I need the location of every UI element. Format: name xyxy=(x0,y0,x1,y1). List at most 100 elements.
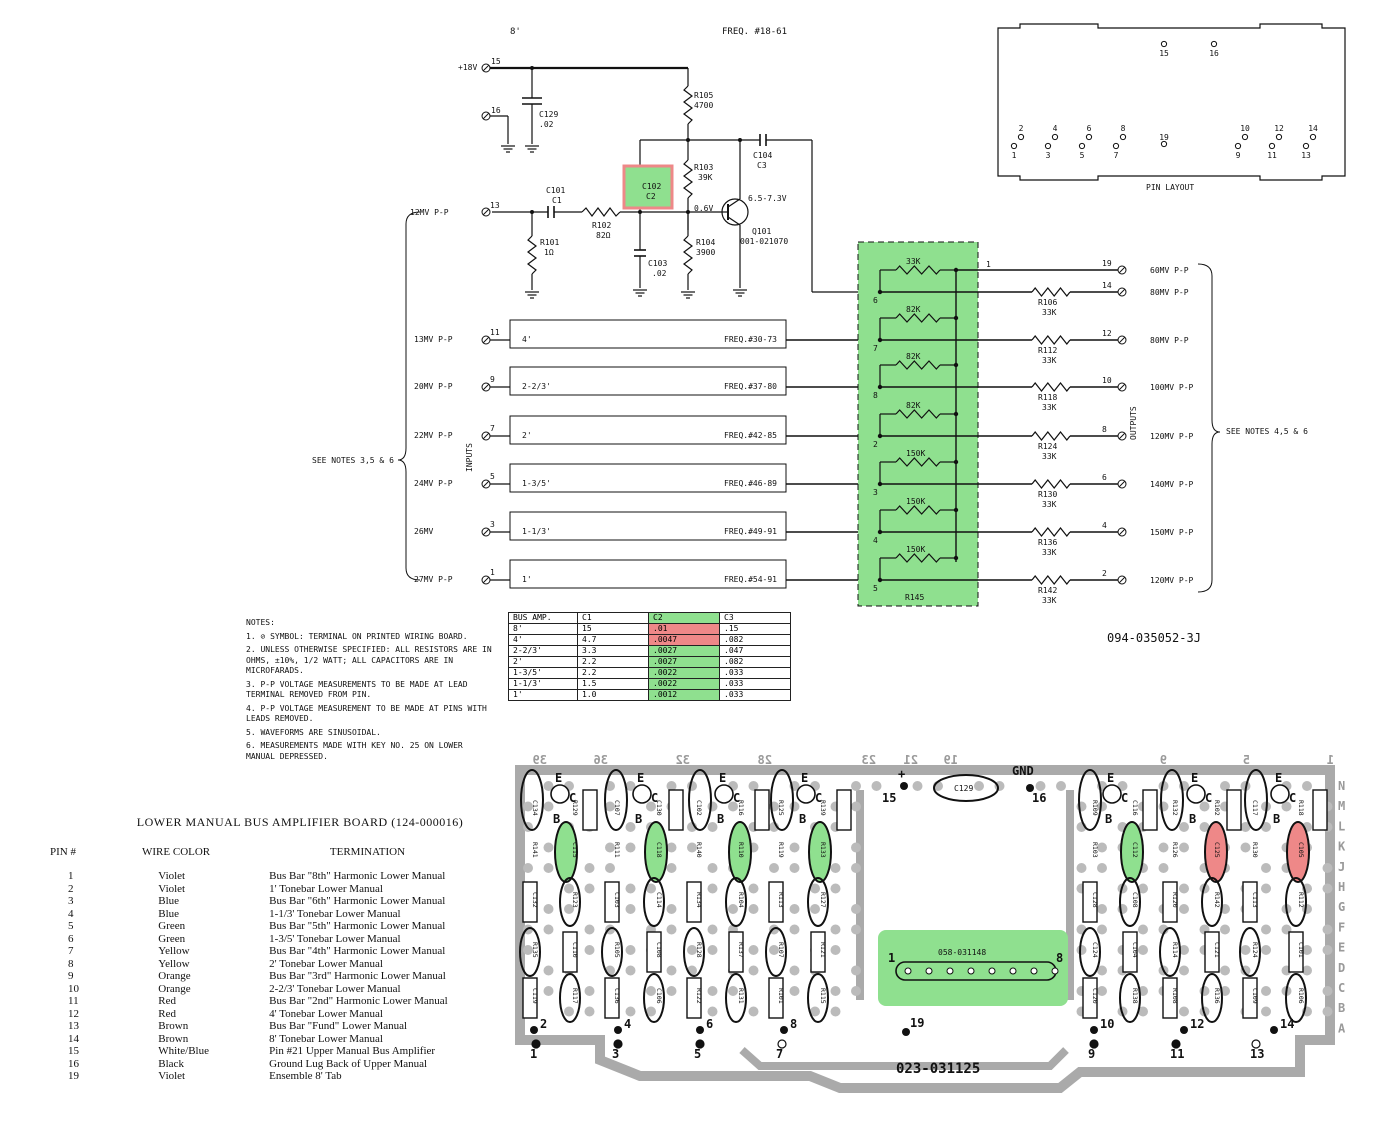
pcb-capacitor xyxy=(1239,927,1261,977)
pcb-capacitor xyxy=(688,769,712,831)
c102-value: C2 xyxy=(646,192,656,201)
r145-common-node: 1 xyxy=(986,260,991,269)
pcb-row-letter: M xyxy=(1338,799,1345,813)
pcb-letter: E xyxy=(1107,771,1114,785)
pcb-component-label: C128 xyxy=(1091,892,1099,908)
r145-node: 3 xyxy=(873,488,878,497)
pcb-row-letter: A xyxy=(1338,1021,1346,1035)
pcb-lower-pin: 3 xyxy=(612,1047,619,1061)
stage-freq: FREQ.#54-91 xyxy=(724,575,777,584)
wire-pin: 9 xyxy=(68,970,74,982)
pcb-capacitor xyxy=(1286,821,1310,883)
output-level: 80MV P-P xyxy=(1150,336,1189,345)
output-pin: 4 xyxy=(1102,521,1107,530)
stage-box xyxy=(509,559,787,589)
wire-color: Yellow xyxy=(158,945,190,957)
stage-level: 27MV P-P xyxy=(414,575,453,584)
pcb-letter: E xyxy=(555,771,562,785)
table-row: 4'4.7.0047.082 xyxy=(508,634,791,646)
transistor-icon xyxy=(1270,784,1290,804)
pcb-component-label: R141 xyxy=(531,842,539,858)
r102-name: R102 xyxy=(592,221,611,230)
table-row: 2-2/3'3.3.0027.047 xyxy=(508,645,791,657)
table-cell: .0047 xyxy=(648,634,720,646)
pcb-component-label: R114 xyxy=(1171,942,1179,958)
pin-label: 3 xyxy=(1046,151,1051,160)
pcb-component-label: C112 xyxy=(1131,842,1139,858)
table-cell: 3.3 xyxy=(577,645,649,657)
wire-color: Red xyxy=(158,1007,177,1020)
table-cell: 2.2 xyxy=(577,656,649,668)
pcb-row-letter: H xyxy=(1338,880,1345,894)
wire-termination: Bus Bar "Fund" Lower Manual xyxy=(269,1020,408,1032)
pcb-connector-number: 058-031148 xyxy=(938,948,986,957)
table-cell: C3 xyxy=(719,612,791,624)
pcb-capacitor xyxy=(770,769,794,831)
transistor-icon xyxy=(1102,784,1122,804)
output-resistor-value: 33K xyxy=(1042,500,1057,509)
table-cell: 1-1/3' xyxy=(508,678,578,690)
r145-value: 150K xyxy=(906,545,925,554)
note-item: 1. ⊘ SYMBOL: TERMINAL ON PRINTED WIRING … xyxy=(246,631,468,641)
pin-label: 4 xyxy=(1053,124,1058,133)
wire-termination: Bus Bar "4th" Harmonic Lower Manual xyxy=(269,945,446,957)
pcb-capacitor xyxy=(765,927,787,977)
resistor-icon xyxy=(895,457,941,467)
pin-label: 15 xyxy=(1159,49,1169,58)
pcb-component-label: C108 xyxy=(655,942,663,958)
wire-termination: 1' Tonebar Lower Manual xyxy=(269,882,383,895)
pcb-component-label: R105 xyxy=(613,942,621,958)
pcb-component-label: C119 xyxy=(531,988,539,1004)
r145-node: 6 xyxy=(873,296,878,305)
pin-dot xyxy=(1241,133,1249,141)
stage-bus: 1-3/5' xyxy=(522,479,551,488)
pcb-pin-15: 15 xyxy=(882,791,896,805)
stage-freq: FREQ.#30-73 xyxy=(724,335,777,344)
wire-pin: 4 xyxy=(68,907,74,920)
pcb-resistor xyxy=(686,977,702,1019)
c101-name: C101 xyxy=(546,186,565,195)
pcb-bottom-pin: 6 xyxy=(706,1017,713,1031)
supply-label: +18V xyxy=(458,63,477,72)
stage-freq: FREQ.#42-85 xyxy=(724,431,777,440)
pcb-component-label: R140 xyxy=(695,842,703,858)
pin-label: 5 xyxy=(1080,151,1085,160)
wire-termination: Bus Bar "6th" Harmonic Lower Manual xyxy=(269,895,446,907)
stage-bus: 2' xyxy=(522,431,532,440)
pcb-letter: B xyxy=(717,812,724,826)
table-cell: 2' xyxy=(508,656,578,668)
pin-dot xyxy=(1010,142,1018,150)
pcb-component-label: C103 xyxy=(613,892,621,908)
pcb-component-label: R126 xyxy=(1171,842,1179,858)
pcb-component-label: R133 xyxy=(819,842,827,858)
pcb-capacitor xyxy=(604,769,628,831)
pcb-pin-16: 16 xyxy=(1032,791,1046,805)
pin-label: 8 xyxy=(1121,124,1126,133)
wire-pin: 13 xyxy=(68,1020,79,1032)
pcb-component-label: R128 xyxy=(695,942,703,958)
pcb-capacitor xyxy=(728,821,752,883)
table-cell: 1.5 xyxy=(577,678,649,690)
r105-name: R105 xyxy=(694,91,713,100)
pcb-top-pin: 28 xyxy=(758,753,772,767)
pcb-top-pin: 5 xyxy=(1243,753,1250,767)
pcb-component-label: R124 xyxy=(1251,942,1259,958)
pcb-capacitor xyxy=(725,877,747,927)
pcb-component-label: R108 xyxy=(1171,988,1179,1004)
note-item: 3. P-P VOLTAGE MEASUREMENTS TO BE MADE A… xyxy=(246,679,468,700)
pcb-component-label: R103 xyxy=(1091,842,1099,858)
pcb-row-letter: E xyxy=(1338,941,1345,955)
pcb-component-label: R117 xyxy=(571,988,579,1004)
resistor-icon xyxy=(895,360,941,370)
r104-value: 3900 xyxy=(696,248,715,257)
wire-color: Yellow xyxy=(158,957,190,970)
pin-dot xyxy=(1302,142,1310,150)
pcb-resistor xyxy=(582,789,598,831)
pcb-component-label: C125 xyxy=(1213,842,1221,858)
table-cell: .0022 xyxy=(648,667,720,679)
ground-symbol xyxy=(732,289,748,297)
c102-name: C102 xyxy=(642,182,661,191)
wire-color: White/Blue xyxy=(158,1045,209,1057)
